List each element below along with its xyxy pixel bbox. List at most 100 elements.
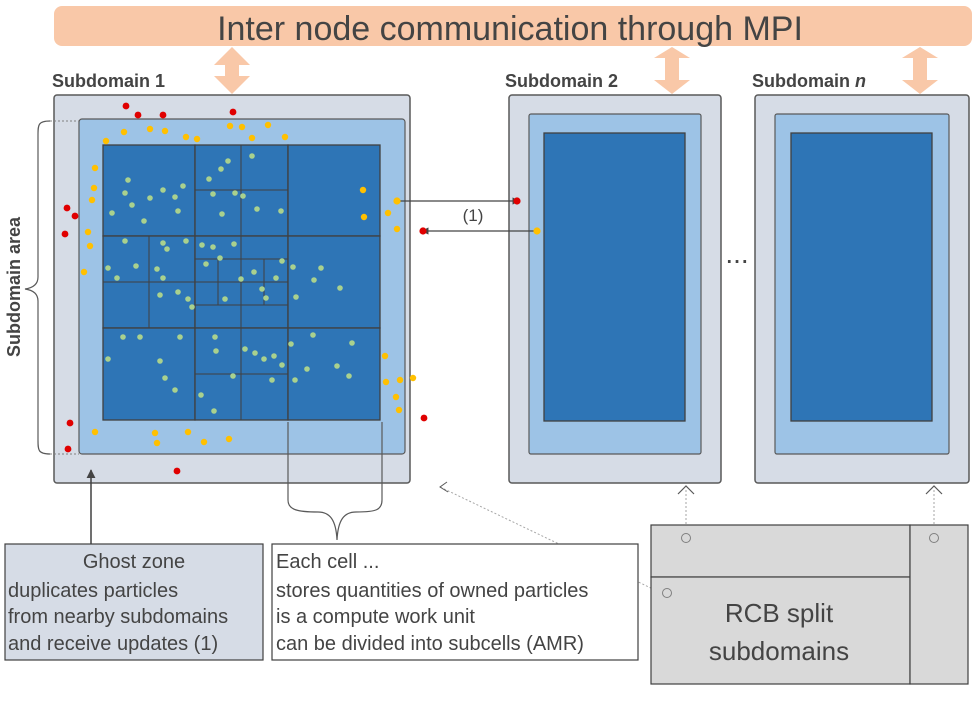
owned-particle: [122, 190, 128, 196]
owned-particle: [210, 244, 216, 250]
ghost-particle: [396, 376, 404, 384]
rcb-pointer-3-head: [925, 485, 943, 495]
owned-particle: [290, 264, 296, 270]
rcb-marker: [662, 588, 672, 598]
owned-particle: [218, 166, 224, 172]
owned-particle: [137, 334, 143, 340]
owned-particle: [259, 286, 265, 292]
remote-particle: [229, 108, 237, 116]
remote-particle: [66, 419, 74, 427]
owned-particle: [271, 353, 277, 359]
ghost-particle: [533, 227, 541, 235]
subdomain-n-cells: [790, 132, 933, 422]
ghost-particle: [88, 196, 96, 204]
ghost-particle: [161, 127, 169, 135]
ghost-particle: [393, 225, 401, 233]
cell: [287, 235, 381, 329]
owned-particle: [311, 277, 317, 283]
owned-particle: [252, 350, 258, 356]
owned-particle: [232, 190, 238, 196]
owned-particle: [154, 266, 160, 272]
ghost-zone-title: Ghost zone: [83, 551, 185, 573]
remote-particle: [71, 212, 79, 220]
rcb-part-top: [650, 524, 911, 578]
cell-info-line-1: stores quantities of owned particles: [276, 580, 588, 602]
owned-particle: [147, 195, 153, 201]
owned-particle: [175, 289, 181, 295]
owned-particle: [334, 363, 340, 369]
owned-particle: [273, 275, 279, 281]
rcb-marker: [929, 533, 939, 543]
owned-particle: [129, 202, 135, 208]
owned-particle: [183, 238, 189, 244]
owned-particle: [242, 346, 248, 352]
ghost-particle: [151, 429, 159, 437]
owned-particle: [337, 285, 343, 291]
cell-info-box: [271, 543, 639, 661]
ghost-particle: [381, 352, 389, 360]
owned-particle: [177, 334, 183, 340]
ghost-particle: [86, 242, 94, 250]
ghost-particle: [384, 209, 392, 217]
owned-particle: [292, 377, 298, 383]
owned-particle: [225, 158, 231, 164]
owned-particle: [206, 176, 212, 182]
owned-particle: [105, 265, 111, 271]
owned-particle: [160, 275, 166, 281]
cell-info-line-3: can be divided into subcells (AMR): [276, 633, 584, 655]
owned-particle: [263, 295, 269, 301]
owned-particle: [160, 187, 166, 193]
remote-particle: [159, 111, 167, 119]
owned-particle: [199, 242, 205, 248]
ghost-zone-line-2: from nearby subdomains: [8, 606, 228, 628]
cell: [287, 144, 381, 237]
owned-particle: [125, 177, 131, 183]
owned-particle: [278, 208, 284, 214]
ghost-zone-line-3: and receive updates (1): [8, 633, 218, 655]
remote-particle: [61, 230, 69, 238]
owned-particle: [105, 356, 111, 362]
cell-info-title: Each cell ...: [276, 551, 379, 573]
owned-particle: [164, 246, 170, 252]
owned-particle: [180, 183, 186, 189]
ghost-particle: [359, 186, 367, 194]
remote-particle: [63, 204, 71, 212]
owned-particle: [172, 387, 178, 393]
owned-particle: [279, 362, 285, 368]
owned-particle: [349, 340, 355, 346]
owned-particle: [162, 375, 168, 381]
mpi-arrow-2: [654, 47, 690, 94]
ghost-particle: [395, 406, 403, 414]
ghost-particle: [382, 378, 390, 386]
owned-particle: [269, 377, 275, 383]
ghost-particle: [200, 438, 208, 446]
owned-particle: [133, 263, 139, 269]
cell-info-line-2: is a compute work unit: [276, 606, 475, 628]
owned-particle: [310, 332, 316, 338]
mpi-arrow-1: [214, 47, 250, 94]
owned-particle: [293, 294, 299, 300]
subdomain-area-label: Subdomain area: [4, 216, 24, 357]
ghost-particles: [80, 121, 417, 447]
subdomain-area-brace: [24, 120, 51, 455]
owned-particles: [105, 153, 355, 414]
owned-particle: [120, 334, 126, 340]
cell: [102, 144, 196, 237]
ghost-particle: [360, 213, 368, 221]
ghost-particle: [409, 374, 417, 382]
subdomain-2-label: Subdomain 2: [505, 71, 618, 91]
mpi-arrow-n: [902, 47, 938, 94]
remote-particle: [513, 197, 521, 205]
owned-particle: [240, 193, 246, 199]
mpi-arrows: [214, 47, 938, 94]
remote-particle: [64, 445, 72, 453]
mpi-banner: [54, 6, 972, 46]
rcb-part-right: [909, 524, 969, 685]
rcb-label-line-2: subdomains: [709, 636, 849, 666]
ghost-particle: [91, 428, 99, 436]
owned-particle: [114, 275, 120, 281]
owned-particle: [304, 366, 310, 372]
owned-particle: [210, 191, 216, 197]
ghost-particle: [80, 268, 88, 276]
